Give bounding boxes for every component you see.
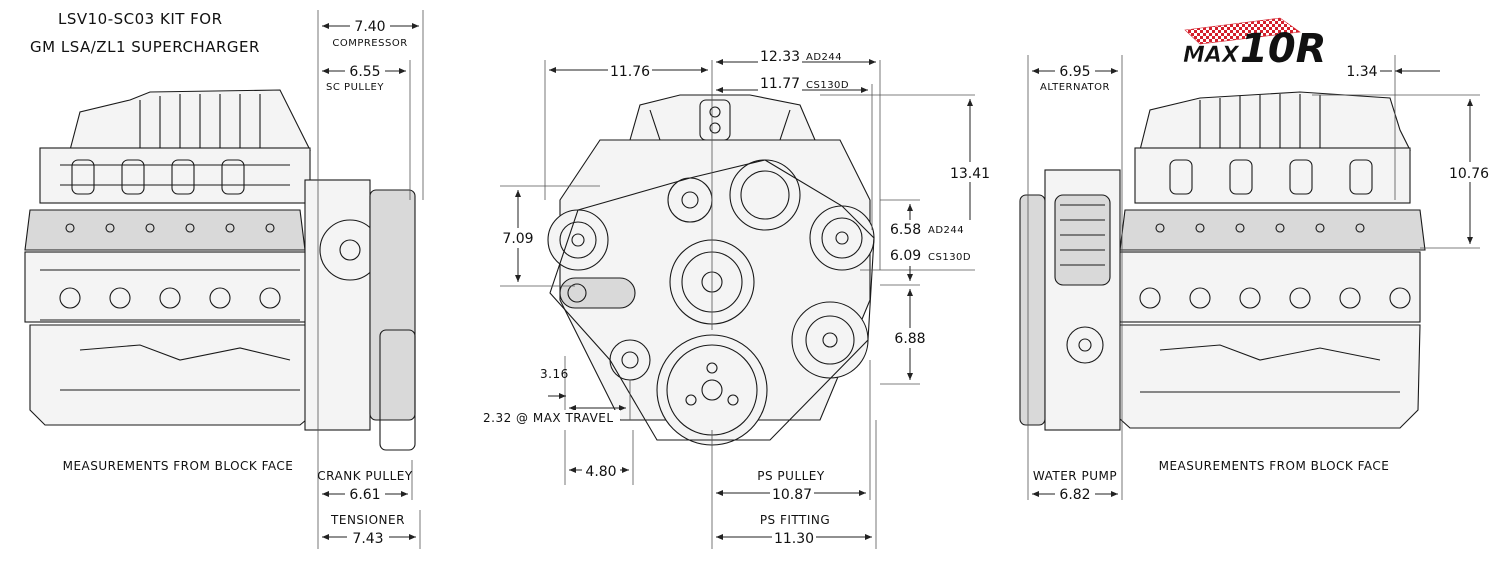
right-measurements-note: MEASUREMENTS FROM BLOCK FACE — [1159, 459, 1390, 473]
front-width-cs130d-tag: CS130D — [806, 80, 849, 91]
ps-fitting-label: PS FITTING — [760, 513, 830, 527]
max10r-logo: MAX 10R — [1183, 17, 1326, 72]
top-right-dim: 1.34 — [1346, 64, 1377, 80]
ps-pulley-dim: 10.87 — [772, 487, 812, 503]
logo-prefix: MAX — [1183, 43, 1240, 68]
right-engine-drawing — [1019, 91, 1426, 431]
ps-pulley-label: PS PULLEY — [757, 469, 825, 483]
front-width-left-dim: 11.76 — [610, 64, 650, 80]
left-dimensions: 7.40 COMPRESSOR 6.55 SC PULLEY MEASUREME… — [63, 10, 424, 549]
tensioner-dim: 7.43 — [352, 531, 383, 547]
tensioner-label: TENSIONER — [330, 513, 405, 527]
title-line-1: LSV10-SC03 KIT FOR — [58, 10, 223, 28]
front-width-ad244-dim: 12.33 — [760, 49, 800, 65]
front-height-total-dim: 13.41 — [950, 166, 990, 182]
alt-ad244-tag: AD244 — [928, 225, 964, 236]
alt-cs130d-tag: CS130D — [928, 252, 971, 263]
right-height-dim: 10.76 — [1449, 166, 1489, 182]
crank-pulley-label: CRANK PULLEY — [317, 469, 413, 483]
compressor-label: COMPRESSOR — [332, 38, 407, 49]
alternator-dim: 6.95 — [1059, 64, 1090, 80]
left-engine-drawing — [24, 89, 416, 451]
front-height-left-dim: 7.09 — [502, 231, 533, 247]
sc-pulley-dim: 6.55 — [349, 64, 380, 80]
water-pump-dim: 6.82 — [1059, 487, 1090, 503]
water-pump-label: WATER PUMP — [1033, 469, 1117, 483]
alt-ad244-dim: 6.58 — [890, 222, 921, 238]
front-engine-drawing — [547, 94, 875, 446]
ps-fitting-dim: 11.30 — [774, 531, 814, 547]
sc-pulley-label: SC PULLEY — [326, 82, 384, 93]
left-measurements-note: MEASUREMENTS FROM BLOCK FACE — [63, 459, 294, 473]
front-bottom-left-dim: 4.80 — [585, 464, 616, 480]
max-travel-dim: 2.32 @ MAX TRAVEL — [483, 411, 614, 425]
alt-cs130d-dim: 6.09 — [890, 248, 921, 264]
tensioner-offset-dim: 3.16 — [540, 367, 569, 381]
front-lower-right-dim: 6.88 — [894, 331, 925, 347]
front-width-cs130d-dim: 11.77 — [760, 76, 800, 92]
front-width-ad244-tag: AD244 — [806, 52, 842, 63]
logo-suffix: 10R — [1240, 26, 1326, 72]
front-dimensions: 11.76 12.33 AD244 11.77 CS130D 13.41 7.0… — [480, 46, 992, 549]
right-dimensions: 6.95 ALTERNATOR 1.34 10.76 MEASUREMENTS … — [1027, 55, 1492, 503]
crank-pulley-dim: 6.61 — [349, 487, 380, 503]
title-line-2: GM LSA/ZL1 SUPERCHARGER — [30, 38, 260, 56]
alternator-label: ALTERNATOR — [1040, 82, 1110, 93]
compressor-dim: 7.40 — [354, 19, 385, 35]
